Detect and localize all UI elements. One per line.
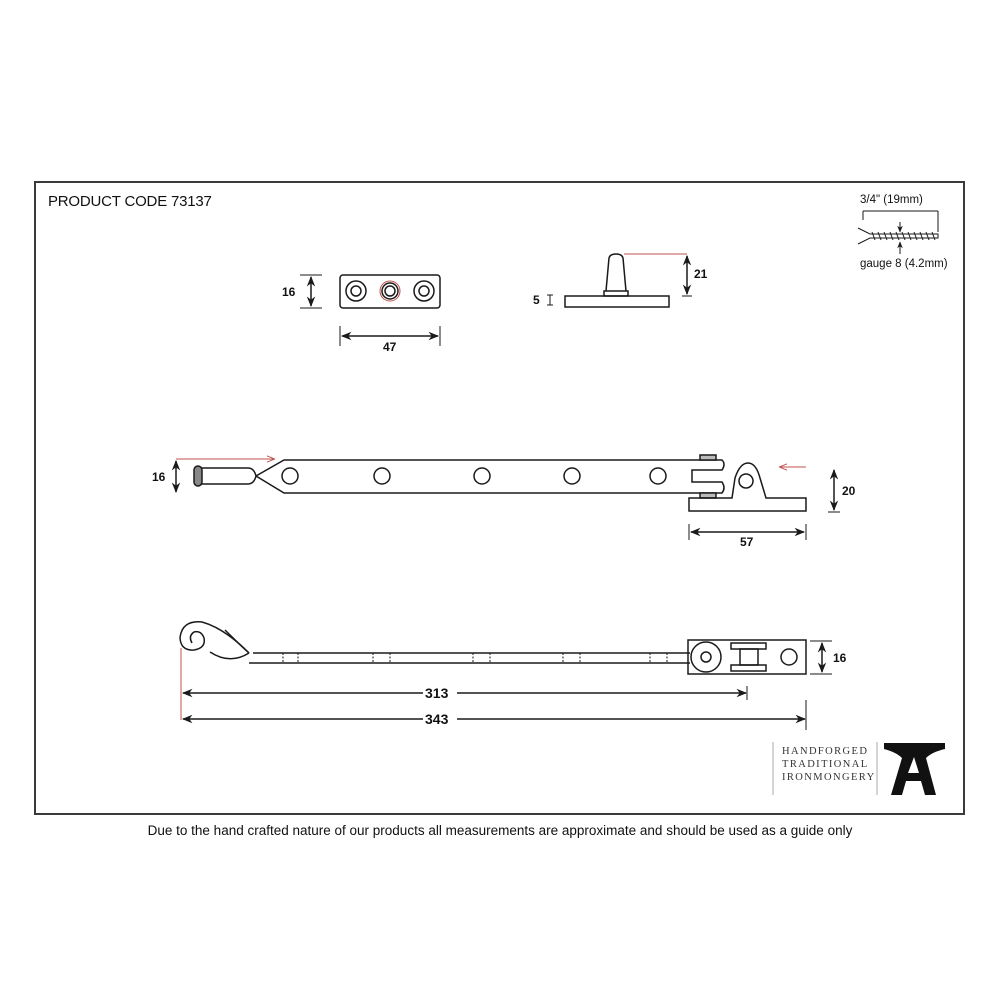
brand-line-1: HANDFORGED [782,746,869,757]
brand-line-2: TRADITIONAL [782,759,869,770]
brand-line-3: IRONMONGERY [782,772,876,783]
screw-gauge-label: gauge 8 (4.2mm) [860,258,948,270]
measurement-disclaimer: Due to the hand crafted nature of our pr… [147,823,853,838]
plate-width-dimension: 47 [383,340,397,354]
stay-end-height-dimension: 16 [152,470,166,484]
product-code: PRODUCT CODE 73137 [48,193,212,210]
pin-drawing [547,253,692,308]
top-bracket-height-dimension: 16 [833,651,847,665]
plate-height-dimension: 16 [282,285,296,299]
casement-stay-top-view [179,621,832,730]
anvil-a-logo-icon [884,743,945,795]
bracket-height-dimension: 20 [842,484,856,498]
drawing-frame [34,181,965,815]
pin-height-dimension: 21 [694,267,708,281]
inner-length-dimension: 313 [425,685,449,701]
bracket-width-dimension: 57 [740,535,754,549]
pin-plate-thickness-dimension: 5 [533,293,540,307]
casement-stay-side-view [171,454,840,540]
screw-length-label: 3/4" (19mm) [860,194,923,206]
mounting-plate-drawing [300,274,441,346]
screw-icon [857,210,939,254]
overall-length-dimension: 343 [425,711,449,727]
brand-wordmark: HANDFORGED TRADITIONAL IRONMONGERY [782,745,876,784]
